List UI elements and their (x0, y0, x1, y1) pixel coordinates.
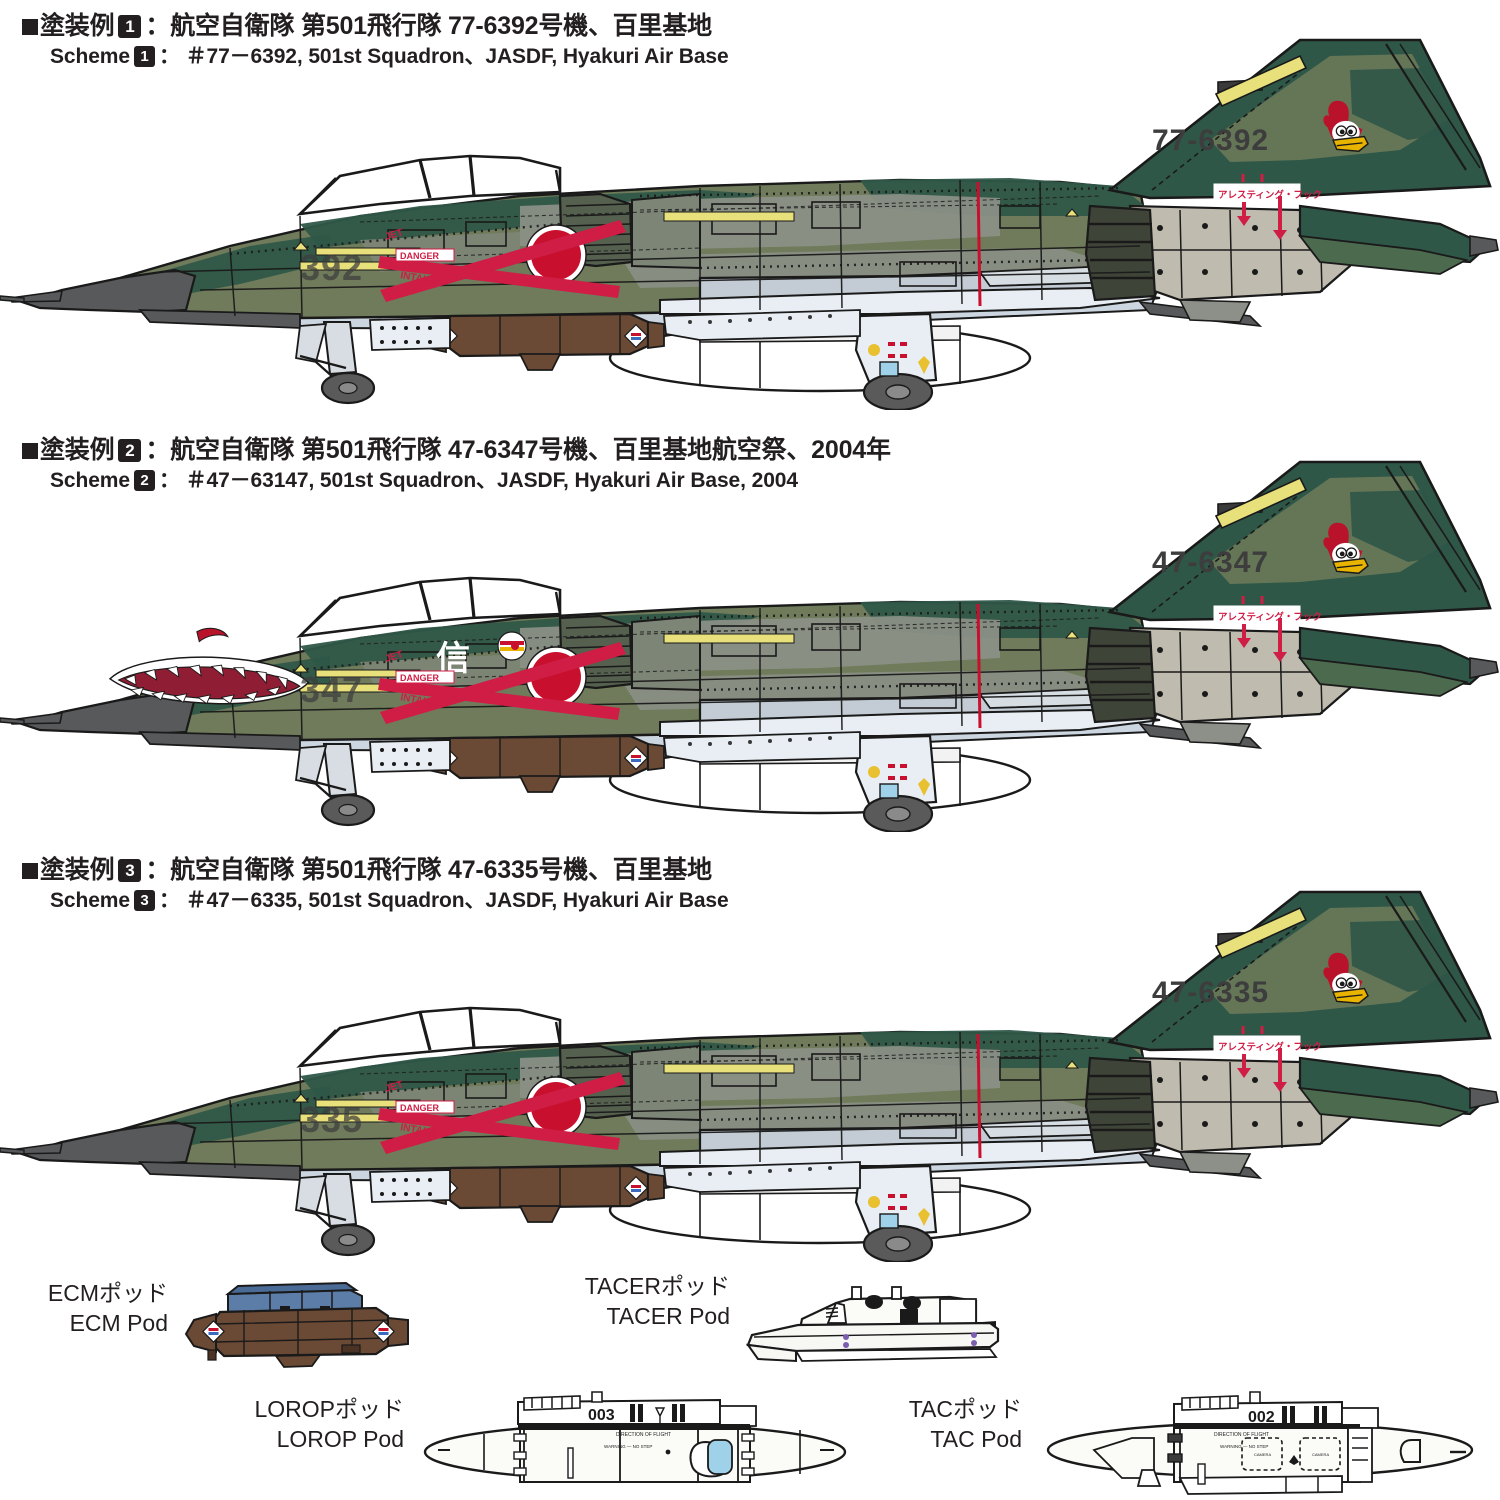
scheme-2-jp-text: ：航空自衛隊 第501飛行隊 47-6347号機、百里基地航空祭、2004年 (145, 436, 891, 464)
svg-text:CAMERA: CAMERA (1254, 1452, 1271, 1457)
scheme-2-jp-prefix: 塗装例 (40, 436, 115, 464)
pod-label-lorop-jp: LOROPポッド (254, 1396, 404, 1422)
scheme-2-badge-jp: 2 (118, 439, 142, 462)
svg-text:アレスティング・フック: アレスティング・フック (1218, 611, 1322, 623)
scheme-3-en-text: ： ＃47－6335, 501st Squadron、JASDF, Hyakur… (158, 889, 729, 912)
scheme-1-jp-text: ：航空自衛隊 第501飛行隊 77-6392号機、百里基地 (145, 12, 712, 40)
svg-text:アレスティング・フック: アレスティング・フック (1218, 1041, 1322, 1053)
bullet-square-icon (22, 442, 38, 459)
scheme-1-en-prefix: Scheme (50, 45, 130, 68)
scheme-2-en-prefix: Scheme (50, 469, 130, 492)
scheme-heading-1-en: Scheme 1 ： ＃77－6392, 501st Squadron、JASD… (22, 46, 729, 67)
scheme-3-jp-prefix: 塗装例 (40, 856, 115, 884)
arresting-hook-callout: アレスティング・フック (1213, 174, 1322, 240)
pod-label-tac: TACポッド TAC Pod (862, 1395, 1022, 1455)
anniversary-emblem (497, 631, 527, 661)
scheme-heading-1: 塗装例 1 ：航空自衛隊 第501飛行隊 77-6392号機、百里基地 Sche… (22, 14, 729, 67)
bullet-square-icon (22, 862, 38, 879)
svg-text:WARNING — NO STEP: WARNING — NO STEP (1220, 1444, 1268, 1449)
pod-label-tacer: TACERポッド TACER Pod (560, 1272, 730, 1332)
arresting-hook-callout: アレスティング・フック (1213, 596, 1322, 662)
svg-text:JET: JET (384, 1079, 405, 1095)
pod-label-tacer-en: TACER Pod (606, 1302, 730, 1329)
tac-pod-marking: 002 (1248, 1409, 1275, 1426)
scheme-3-jp-text: ：航空自衛隊 第501飛行隊 47-6335号機、百里基地 (145, 856, 712, 884)
svg-text:DANGER: DANGER (400, 1103, 440, 1113)
pod-label-ecm-jp: ECMポッド (47, 1280, 168, 1306)
pod-label-lorop: LOROPポッド LOROP Pod (232, 1395, 404, 1455)
svg-text:アレスティング・フック: アレスティング・フック (1218, 189, 1322, 201)
svg-text:JET: JET (384, 227, 405, 243)
pod-art-tacer (740, 1265, 1000, 1365)
scheme-1-en-text: ： ＃77－6392, 501st Squadron、JASDF, Hyakur… (158, 45, 729, 68)
scheme-heading-2: 塗装例 2 ：航空自衛隊 第501飛行隊 47-6347号機、百里基地航空祭、2… (22, 438, 891, 491)
aircraft-profile-1: 77-6392 392 DANGER JET INTAKE アレスティング・フッ… (0, 10, 1500, 410)
scheme-heading-3-en: Scheme 3 ： ＃47－6335, 501st Squadron、JASD… (22, 890, 729, 911)
scheme-2-en-text: ： ＃47－63147, 501st Squadron、JASDF, Hyaku… (158, 469, 798, 492)
pod-art-ecm (180, 1272, 416, 1368)
svg-text:DIRECTION OF FLIGHT: DIRECTION OF FLIGHT (616, 1432, 671, 1438)
scheme-heading-1-jp: 塗装例 1 ：航空自衛隊 第501飛行隊 77-6392号機、百里基地 (22, 14, 729, 39)
svg-text:47-6347: 47-6347 (1152, 546, 1269, 579)
scheme-heading-2-jp: 塗装例 2 ：航空自衛隊 第501飛行隊 47-6347号機、百里基地航空祭、2… (22, 438, 891, 463)
aircraft-profile-3: 47-6335 335 DANGER JET INTAKE アレスティング・フッ… (0, 862, 1500, 1262)
svg-text:392: 392 (300, 247, 363, 288)
lorop-camera-window (707, 1439, 733, 1475)
svg-text:DANGER: DANGER (400, 251, 440, 261)
pod-label-tac-jp: TACポッド (908, 1396, 1022, 1422)
scheme-heading-2-en: Scheme 2 ： ＃47－63147, 501st Squadron、JAS… (22, 470, 891, 491)
pod-label-tacer-jp: TACERポッド (584, 1273, 730, 1299)
svg-text:WARNING — NO STEP: WARNING — NO STEP (604, 1444, 652, 1449)
pod-label-tac-en: TAC Pod (930, 1425, 1022, 1452)
pod-label-lorop-en: LOROP Pod (276, 1425, 404, 1452)
svg-text:DIRECTION OF FLIGHT: DIRECTION OF FLIGHT (1214, 1432, 1269, 1438)
scheme-3-badge-en: 3 (133, 890, 155, 911)
svg-text:335: 335 (300, 1099, 363, 1140)
svg-text:77-6392: 77-6392 (1152, 124, 1269, 157)
scheme-heading-3: 塗装例 3 ：航空自衛隊 第501飛行隊 47-6335号機、百里基地 Sche… (22, 858, 729, 911)
pod-art-tac: 002 CAMERA CAMERA DIRECTION OF FLIGHT WA… (1042, 1390, 1482, 1495)
scheme-3-badge-jp: 3 (118, 859, 142, 882)
scheme-1-badge-jp: 1 (118, 15, 142, 38)
arresting-hook-callout: アレスティング・フック (1213, 1026, 1322, 1092)
aircraft-profile-2: 信 47-6347 347 DANGER JET INTAKE アレスティング・… (0, 432, 1500, 832)
svg-text:47-6335: 47-6335 (1152, 976, 1269, 1009)
svg-text:CAMERA: CAMERA (1312, 1452, 1329, 1457)
pod-art-lorop: 003 DIRECTION OF FLIGHT WARNING — N (420, 1390, 850, 1495)
svg-text:DANGER: DANGER (400, 673, 440, 683)
scheme-1-badge-en: 1 (133, 46, 155, 67)
svg-text:347: 347 (300, 669, 363, 710)
svg-text:JET: JET (384, 649, 405, 665)
scheme-1-jp-prefix: 塗装例 (40, 12, 115, 40)
scheme-heading-3-jp: 塗装例 3 ：航空自衛隊 第501飛行隊 47-6335号機、百里基地 (22, 858, 729, 883)
pod-label-ecm-en: ECM Pod (69, 1309, 168, 1336)
scheme-2-badge-en: 2 (133, 470, 155, 491)
lorop-pod-marking: 003 (588, 1407, 615, 1424)
pod-label-ecm: ECMポッド ECM Pod (28, 1279, 168, 1339)
scheme-3-en-prefix: Scheme (50, 889, 130, 912)
bullet-square-icon (22, 18, 38, 35)
